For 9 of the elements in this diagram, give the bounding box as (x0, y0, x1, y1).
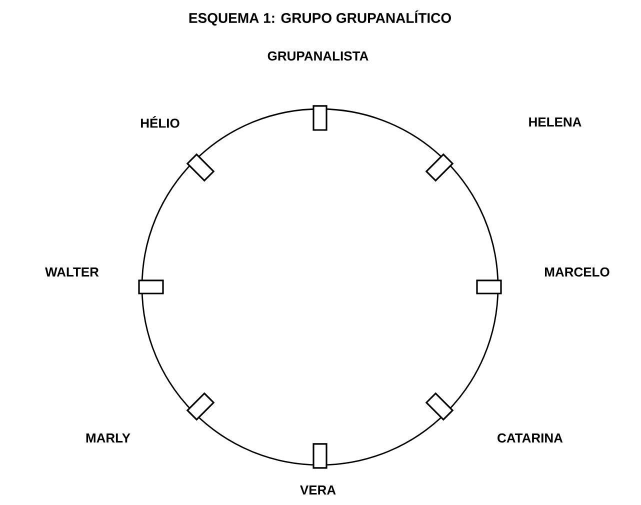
seat-name: GRUPANALISTA (268, 51, 368, 61)
seat-name: MARLY (86, 434, 130, 442)
seat-name: WALTER (45, 268, 99, 276)
seat-name: HÉLIO (141, 116, 180, 128)
seat-name: CATARINA (498, 433, 563, 443)
seat-name: MARCELO (545, 267, 610, 277)
seat-name: HELENA (529, 118, 582, 126)
seat-name: VERA (300, 486, 336, 494)
title: ESQUEMA 1: GRUPO GRUPANALÍTICO (189, 10, 451, 26)
